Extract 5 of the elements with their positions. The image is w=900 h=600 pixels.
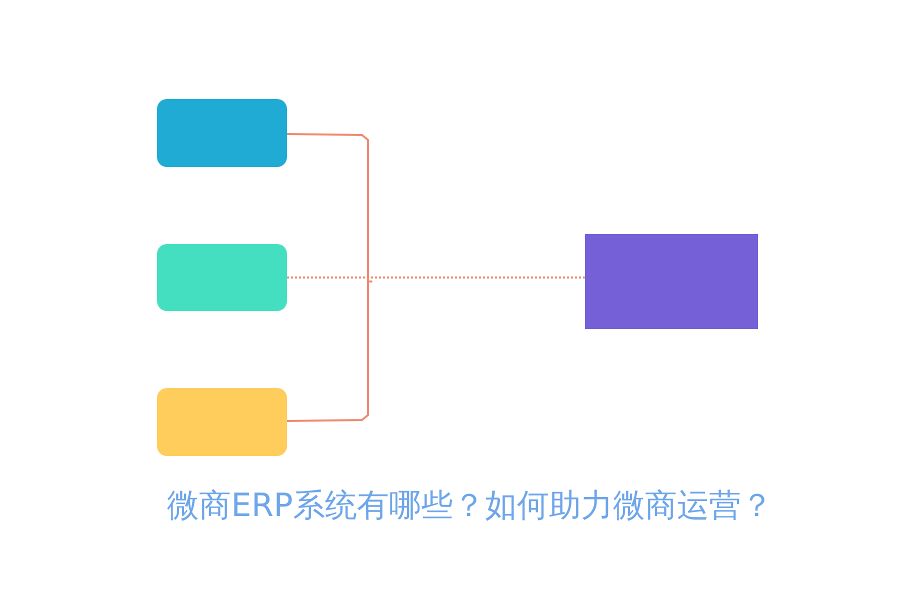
title: 微商ERP系统有哪些？如何助力微商运营？ <box>166 485 774 526</box>
empty-box <box>157 244 287 311</box>
empty-box <box>157 99 287 167</box>
empty-box <box>157 388 287 456</box>
empty-box <box>585 234 758 329</box>
